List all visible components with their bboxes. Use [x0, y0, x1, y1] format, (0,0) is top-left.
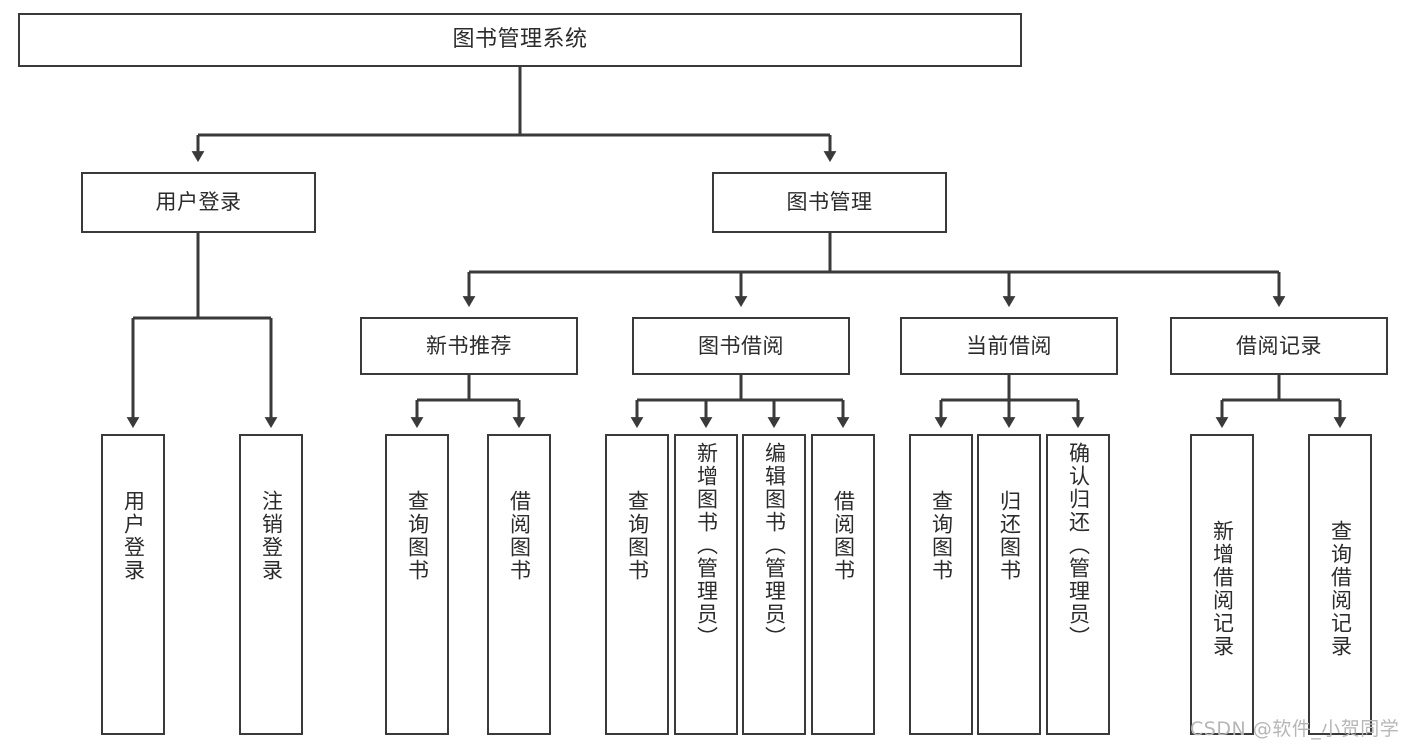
- node-leaf-edit-book[interactable]: 编辑图书（管理员）: [742, 434, 806, 735]
- node-leaf-logout[interactable]: 注销登录: [239, 434, 303, 735]
- node-leaf-query-book-3-label: 查询图书: [929, 490, 954, 582]
- node-leaf-add-book-label: 新增图书（管理员）: [694, 442, 719, 649]
- node-book-manage[interactable]: 图书管理: [712, 172, 947, 233]
- node-borrow-record-label: 借阅记录: [1236, 333, 1322, 358]
- node-borrow-record[interactable]: 借阅记录: [1170, 317, 1388, 375]
- node-leaf-confirm-return-label: 确认归还（管理员）: [1066, 442, 1091, 649]
- node-root-label: 图书管理系统: [452, 27, 588, 53]
- node-leaf-return-book-label: 归还图书: [997, 490, 1022, 582]
- node-leaf-query-book-1-label: 查询图书: [405, 490, 430, 582]
- node-leaf-query-record-label: 查询借阅记录: [1328, 520, 1353, 658]
- node-leaf-add-record[interactable]: 新增借阅记录: [1190, 434, 1254, 735]
- node-new-book-rec[interactable]: 新书推荐: [360, 317, 578, 375]
- node-leaf-borrow-book-2-label: 借阅图书: [831, 490, 856, 582]
- node-leaf-confirm-return[interactable]: 确认归还（管理员）: [1046, 434, 1110, 735]
- node-leaf-query-book-2[interactable]: 查询图书: [605, 434, 669, 735]
- node-book-manage-label: 图书管理: [786, 190, 873, 215]
- node-leaf-borrow-book-1[interactable]: 借阅图书: [487, 434, 551, 735]
- node-new-book-rec-label: 新书推荐: [426, 333, 512, 358]
- watermark-text: CSDN @软件_小贺同学: [1190, 718, 1400, 740]
- node-root[interactable]: 图书管理系统: [18, 13, 1022, 67]
- node-book-borrow-label: 图书借阅: [698, 333, 784, 358]
- node-current-borrow[interactable]: 当前借阅: [900, 317, 1118, 375]
- node-leaf-return-book[interactable]: 归还图书: [977, 434, 1041, 735]
- node-leaf-query-book-1[interactable]: 查询图书: [385, 434, 449, 735]
- node-leaf-add-book[interactable]: 新增图书（管理员）: [674, 434, 738, 735]
- node-current-borrow-label: 当前借阅: [966, 333, 1052, 358]
- node-leaf-logout-label: 注销登录: [259, 490, 284, 582]
- node-leaf-edit-book-label: 编辑图书（管理员）: [762, 442, 787, 649]
- node-leaf-query-record[interactable]: 查询借阅记录: [1308, 434, 1372, 735]
- node-leaf-add-record-label: 新增借阅记录: [1210, 520, 1235, 658]
- node-book-borrow[interactable]: 图书借阅: [632, 317, 850, 375]
- node-user-login-label: 用户登录: [155, 190, 242, 215]
- node-leaf-query-book-2-label: 查询图书: [625, 490, 650, 582]
- node-user-login[interactable]: 用户登录: [81, 172, 316, 233]
- node-leaf-user-login[interactable]: 用户登录: [101, 434, 165, 735]
- node-leaf-borrow-book-1-label: 借阅图书: [507, 490, 532, 582]
- node-leaf-user-login-label: 用户登录: [121, 490, 146, 582]
- node-leaf-borrow-book-2[interactable]: 借阅图书: [811, 434, 875, 735]
- node-leaf-query-book-3[interactable]: 查询图书: [909, 434, 973, 735]
